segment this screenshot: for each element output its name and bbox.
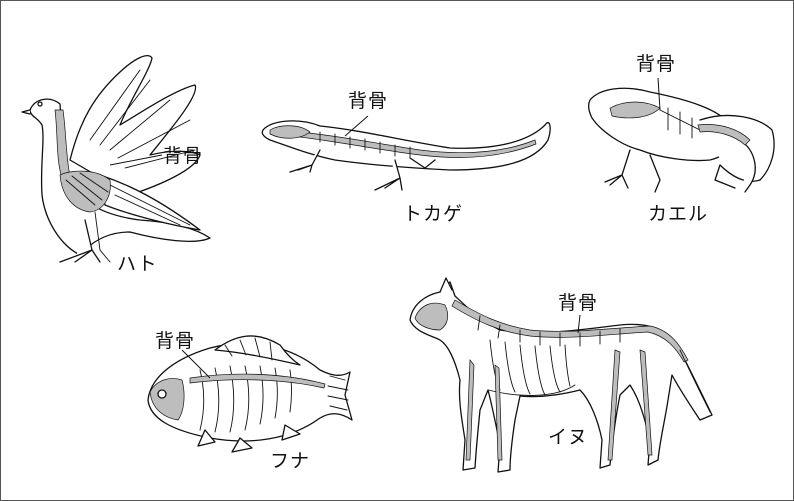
dog-bone-label: 背骨 [558,294,598,313]
lizard-name-label: トカゲ [403,205,463,224]
frog-figure [589,88,774,192]
fish-name-label: フナ [270,452,310,471]
fish-bone-label: 背骨 [155,332,195,351]
frog-name-label: カエル [648,205,708,224]
dog-name-label: イヌ [548,428,588,447]
frog-bone-label: 背骨 [636,55,676,74]
lizard-figure [262,121,550,190]
pigeon-name-label: ハト [117,255,158,274]
pigeon-bone-label: 背骨 [163,147,203,166]
lizard-bone-label: 背骨 [348,92,388,111]
fish-figure [148,336,352,452]
